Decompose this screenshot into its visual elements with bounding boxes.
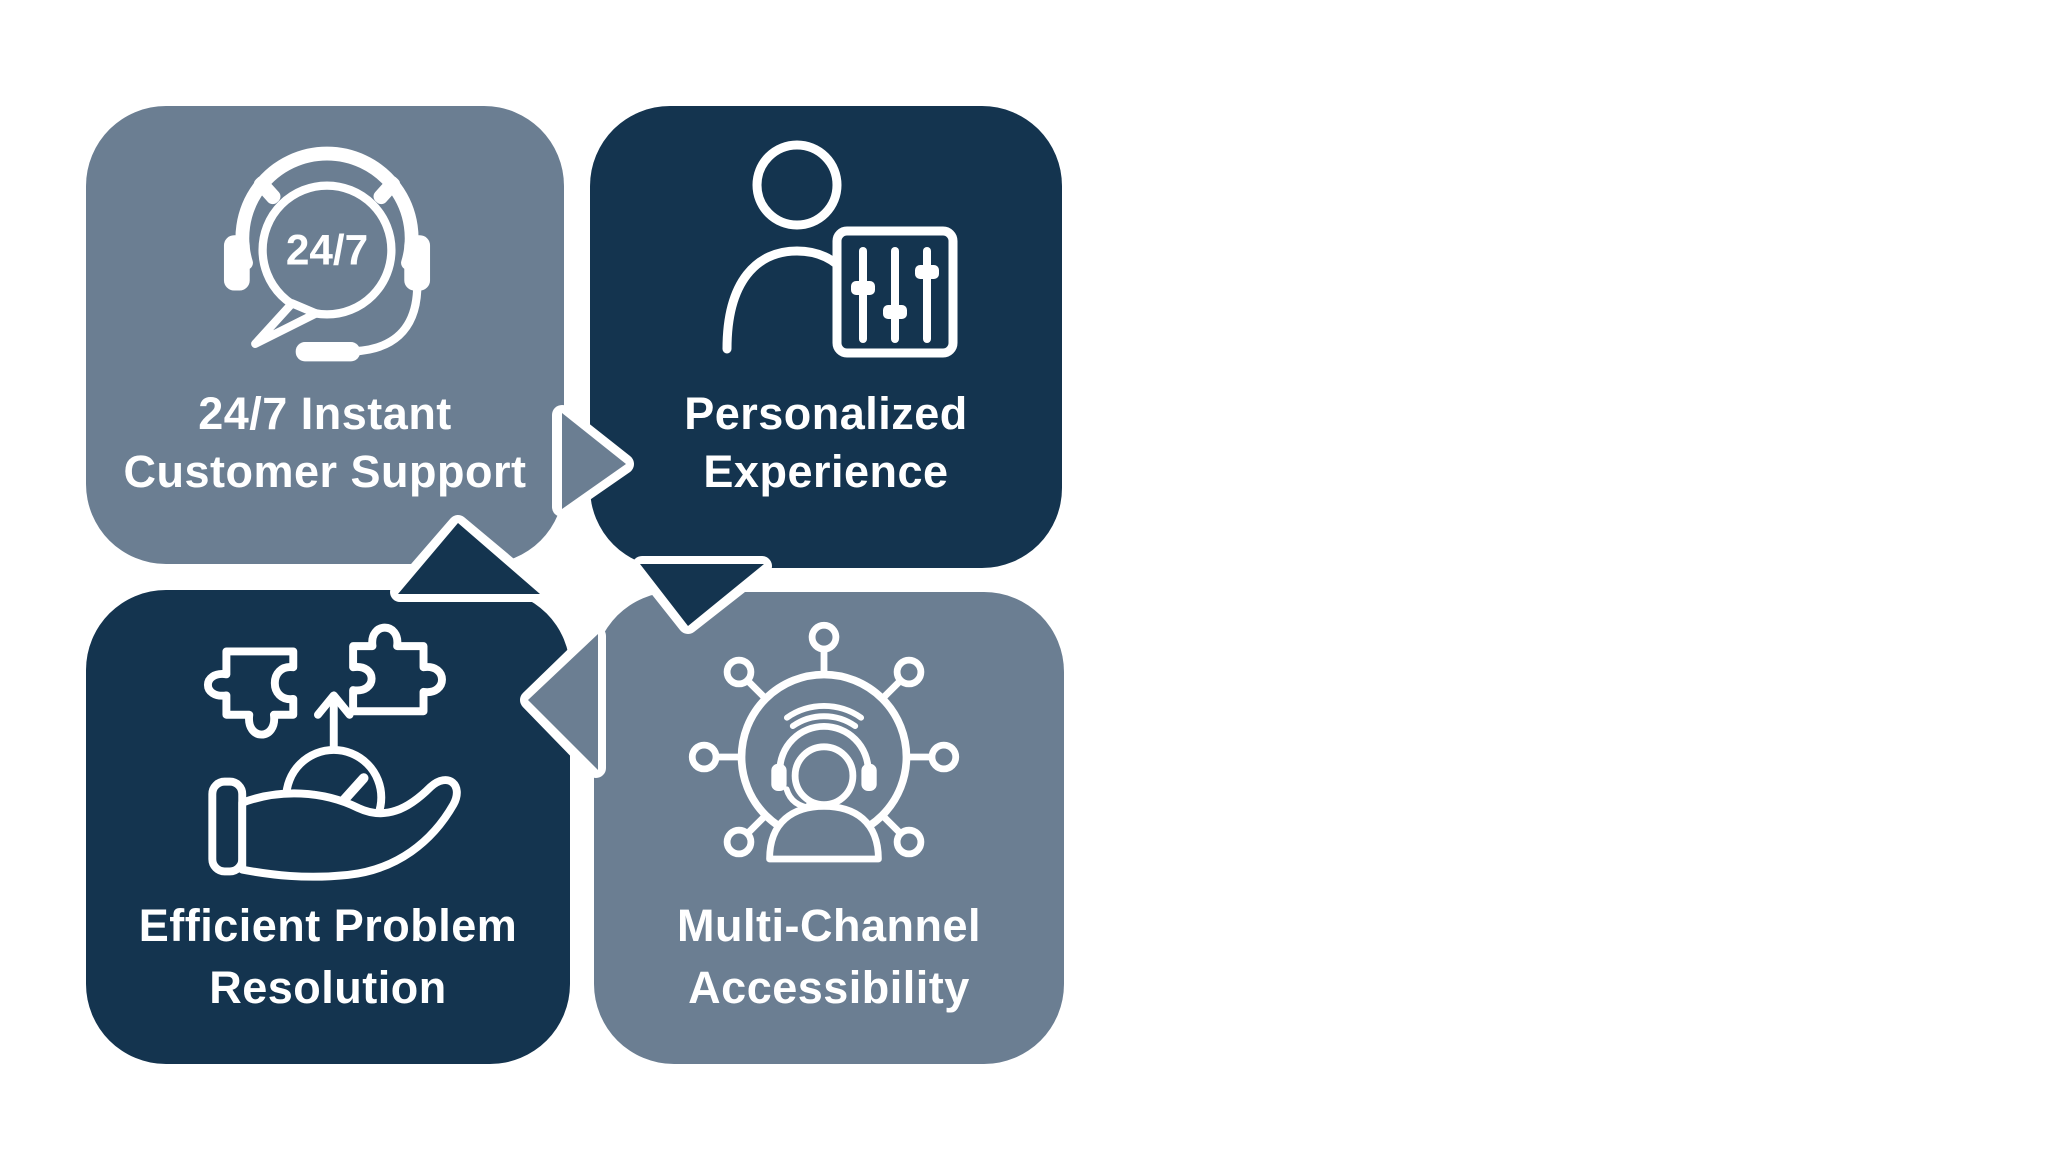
headband-pad-left bbox=[253, 176, 281, 205]
mic-bar bbox=[295, 342, 361, 362]
personalized-title-line1: Personalized bbox=[684, 388, 968, 439]
slider-knob-3 bbox=[915, 265, 939, 279]
sound-wave-outer bbox=[783, 702, 865, 721]
slider-knob-2 bbox=[883, 305, 907, 319]
node-left bbox=[688, 741, 720, 773]
slider-knob-1 bbox=[851, 281, 875, 295]
tail-multichannel bbox=[528, 634, 598, 770]
speech-bubble-tail bbox=[251, 299, 321, 348]
agent-headband bbox=[776, 723, 872, 775]
person-sliders-icon bbox=[722, 140, 958, 358]
agent-ear-cup-left bbox=[771, 763, 787, 791]
tail-instant-support bbox=[562, 413, 626, 509]
mic-boom bbox=[350, 286, 422, 356]
problem-resolution-title-line1: Efficient Problem bbox=[139, 900, 518, 951]
badge-24-7: 24/7 bbox=[286, 227, 368, 274]
headset-24-7-icon: 24/7 bbox=[223, 146, 431, 362]
ear-cup-right bbox=[404, 235, 431, 291]
puzzle-piece-left bbox=[204, 647, 298, 739]
card-instant-support-body bbox=[86, 106, 564, 564]
tail-personalized bbox=[640, 564, 764, 626]
arrow-head bbox=[313, 691, 354, 719]
network-spokes bbox=[712, 645, 936, 837]
multichannel-title-line1: Multi-Channel bbox=[677, 900, 981, 951]
agent-body bbox=[766, 802, 882, 863]
speech-tails bbox=[390, 405, 772, 778]
multichannel-title-line2: Accessibility bbox=[688, 962, 970, 1013]
node-top-left bbox=[723, 656, 755, 688]
puzzle-check-hand-icon bbox=[204, 623, 461, 881]
tail-problem-resolution bbox=[398, 523, 540, 594]
agent-network-icon bbox=[688, 621, 960, 863]
agent-head bbox=[791, 743, 857, 809]
hand-thumb bbox=[208, 777, 247, 876]
instant-support-title-line2: Customer Support bbox=[123, 446, 526, 497]
network-nodes bbox=[688, 621, 960, 858]
node-right bbox=[928, 741, 960, 773]
agent-ear-cup-right bbox=[861, 763, 877, 791]
hand-palm bbox=[238, 776, 461, 881]
problem-resolution-title-line2: Resolution bbox=[209, 962, 447, 1013]
node-top bbox=[808, 621, 840, 653]
personalized-title-line2: Experience bbox=[703, 446, 948, 497]
person-head bbox=[752, 140, 842, 230]
node-top-right bbox=[893, 656, 925, 688]
sound-wave-inner bbox=[789, 713, 859, 730]
node-bottom-left bbox=[723, 826, 755, 858]
puzzle-piece-right bbox=[349, 623, 446, 716]
node-bottom-right bbox=[893, 826, 925, 858]
speech-bubble-circle bbox=[258, 181, 396, 319]
ear-cup-left bbox=[223, 235, 250, 291]
headband-pad-right bbox=[373, 176, 401, 205]
headband bbox=[235, 146, 419, 270]
card-personalized-body bbox=[590, 106, 1062, 568]
card-titles: 24/7 Instant Customer Support Personaliz… bbox=[123, 388, 980, 1013]
instant-support-title-line1: 24/7 Instant bbox=[198, 388, 452, 439]
